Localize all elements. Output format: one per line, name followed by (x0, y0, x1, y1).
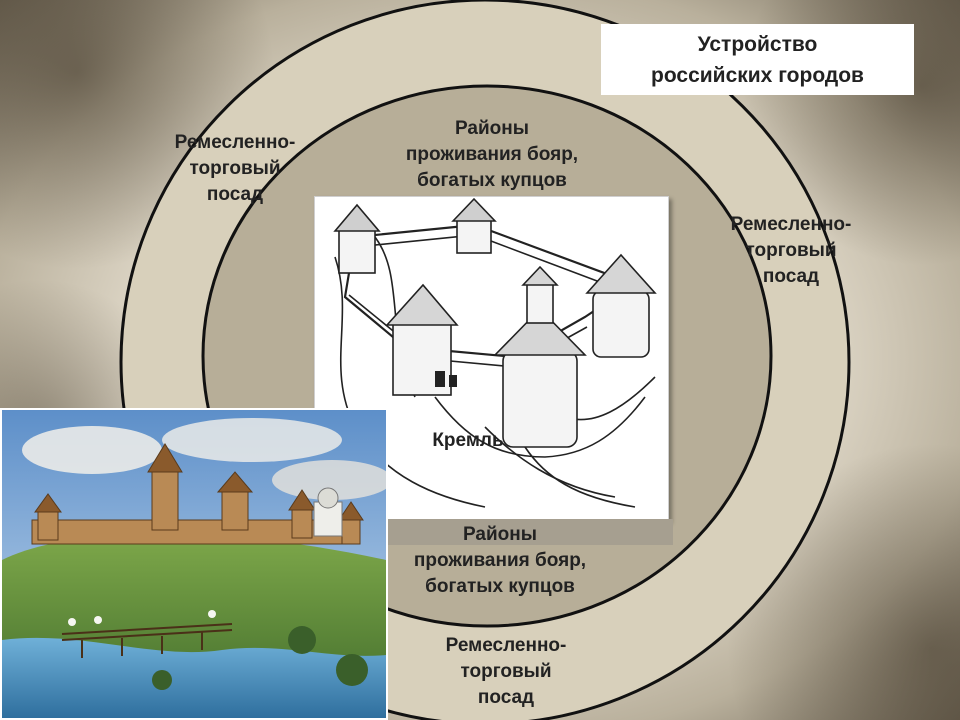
slide-title: Устройство российских городов (601, 24, 914, 95)
kremlin-sketch (333, 197, 657, 508)
outer-zone-label-left: Ремесленно- торговый посад (174, 132, 296, 205)
outer-zone-label-right: Ремесленно- торговый посад (730, 214, 852, 287)
kremlin-label: Кремль (432, 430, 504, 451)
inner-zone-label-bottom: Районы проживания бояр, богатых купцов (413, 524, 587, 597)
inner-zone-strip (388, 519, 673, 545)
painting-scene (2, 410, 386, 718)
kremlin-drawing (314, 196, 669, 521)
city-painting (0, 408, 388, 720)
inner-zone-label-top: Районы проживания бояр, богатых купцов (405, 118, 579, 191)
title-line-1: Устройство (697, 33, 818, 56)
title-line-2: российских городов (651, 64, 864, 87)
outer-zone-label-bottom: Ремесленно- торговый посад (445, 635, 567, 708)
